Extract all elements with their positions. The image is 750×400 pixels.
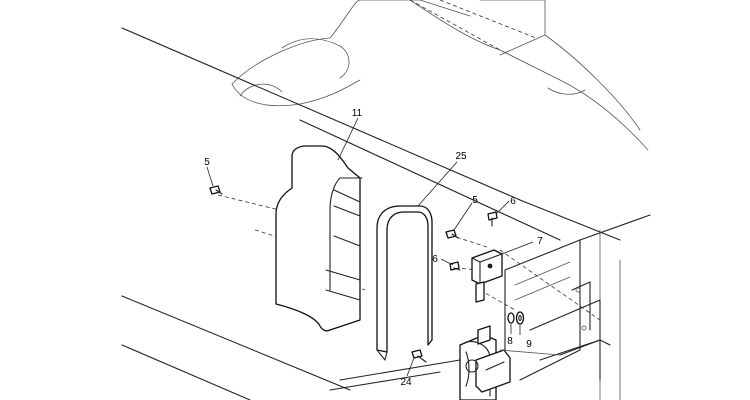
callout-9: 9	[526, 339, 532, 350]
part-25-u-bracket	[376, 205, 433, 361]
screw-5-left-icon	[209, 185, 223, 195]
callout-6-top: 6	[510, 196, 516, 207]
screw-6-left-icon	[449, 261, 461, 271]
hardware-fasteners	[209, 185, 525, 363]
callout-6-left: 6	[432, 254, 438, 265]
leader-lines	[206, 117, 534, 377]
frame-rails	[121, 27, 651, 400]
callout-8: 8	[507, 336, 513, 347]
callout-25: 25	[455, 151, 467, 162]
sensor-assembly	[459, 325, 561, 400]
part-11-shield-panel	[275, 145, 363, 332]
callout-5-left: 5	[204, 157, 210, 168]
callout-5-right: 5	[472, 195, 478, 206]
callout-24: 24	[400, 377, 412, 388]
alignment-dashed-lines	[217, 194, 601, 321]
screw-6-top-icon	[487, 211, 498, 227]
screw-24-icon	[411, 349, 427, 363]
washer-8-icon	[507, 312, 515, 324]
background-dashed-guides	[409, 0, 537, 51]
mounting-frame	[504, 239, 611, 381]
nut-9-icon	[515, 311, 525, 325]
callout-11: 11	[352, 108, 363, 119]
callout-7: 7	[537, 236, 543, 247]
callout-labels: 11 5 25 5 6 7 6 8 9 24	[204, 108, 543, 388]
part-7-small-bracket	[471, 249, 503, 303]
screw-5-right-icon	[445, 229, 459, 239]
background-machine-outline	[231, 0, 649, 151]
